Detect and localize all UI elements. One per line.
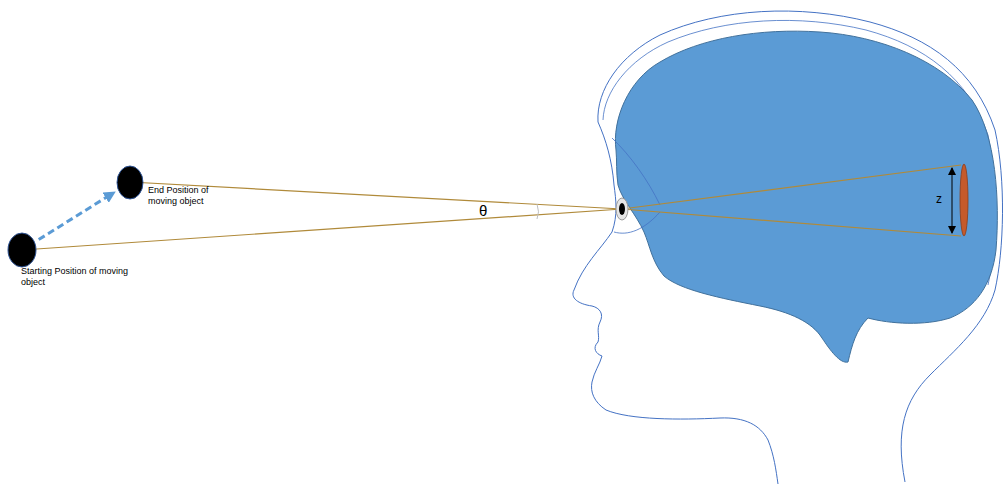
dimension-label: z — [936, 192, 942, 206]
dimension-arrow — [952, 168, 953, 233]
pupil — [619, 203, 625, 215]
retinal-image — [960, 164, 968, 236]
object-circle — [116, 165, 144, 200]
angle-label: θ — [479, 202, 487, 219]
object-label: End Position of moving object — [148, 185, 238, 207]
angle-arc — [537, 204, 539, 219]
brain — [615, 31, 997, 362]
head-outline — [573, 11, 1003, 484]
motion-arrow — [39, 193, 114, 240]
eye — [616, 198, 628, 220]
moving-object: Starting Position of moving object — [7, 232, 37, 268]
moving-object: End Position of moving object — [116, 165, 144, 200]
light-ray — [130, 182, 622, 209]
object-label: Starting Position of moving object — [21, 266, 131, 288]
object-circle — [7, 232, 37, 268]
eye-guide-line — [612, 138, 660, 233]
light-ray — [22, 209, 622, 250]
light-ray — [622, 165, 961, 209]
light-ray — [622, 209, 961, 236]
